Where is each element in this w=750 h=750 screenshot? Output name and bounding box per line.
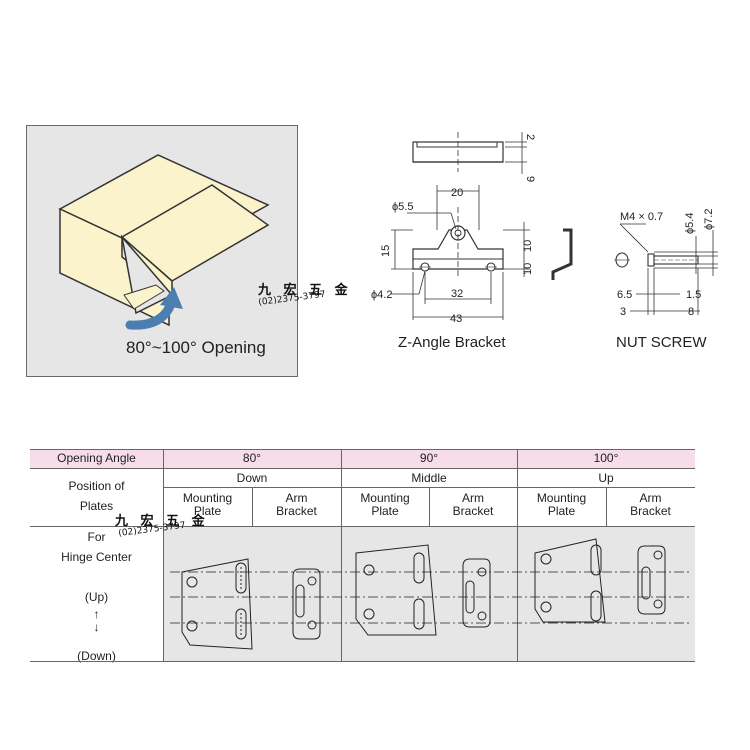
arm-bracket-line2: Bracket — [630, 504, 671, 518]
dim-top-width: 20 — [451, 187, 463, 199]
dim-len-d: 8 — [688, 306, 694, 318]
table-grid-and-plates — [30, 449, 695, 662]
down-arrow-icon: ↓ — [93, 620, 100, 634]
mounting-plate-line2: Plate — [193, 504, 222, 518]
arm-bracket-header-90: Arm Bracket — [429, 492, 517, 522]
dim-len-c: 3 — [620, 306, 626, 318]
mounting-plate-header-90: Mounting Plate — [341, 492, 429, 522]
z-angle-bracket-drawing: 2 9 20 ϕ5.5 15 10 10 ϕ4.2 32 43 — [371, 132, 573, 325]
hinge-label-line2: Hinge Center — [61, 550, 132, 564]
position-up: Up — [598, 471, 614, 485]
arm-bracket-line2: Bracket — [276, 504, 317, 518]
arm-bracket-line1: Arm — [639, 491, 662, 505]
dim-thread: M4 × 0.7 — [620, 211, 663, 223]
position-of-plates-label: Position of Plates — [30, 476, 163, 518]
mounting-plate-header-100: Mounting Plate — [517, 492, 606, 522]
arm-bracket-header-80: Arm Bracket — [252, 492, 341, 522]
mounting-plate-line1: Mounting — [360, 491, 410, 505]
down-label: (Down) — [77, 649, 116, 663]
dim-hole-pitch: 32 — [451, 288, 463, 300]
mounting-plate-line1: Mounting — [536, 491, 587, 505]
hinge-position-table: Opening Angle 80° 90° 100° Position of P… — [30, 449, 695, 663]
dim-top-thickness: 2 — [524, 134, 536, 140]
arm-bracket-header-100: Arm Bracket — [606, 492, 695, 522]
arm-bracket-line2: Bracket — [452, 504, 494, 518]
arm-bracket-line1: Arm — [462, 491, 484, 505]
nut-screw-title: NUT SCREW — [616, 334, 707, 351]
mounting-plate-line2: Plate — [371, 504, 399, 518]
mounting-plate-header-80: Mounting Plate — [163, 492, 252, 522]
dim-slot-dia: ϕ4.2 — [371, 289, 392, 301]
position-down: Down — [236, 471, 268, 485]
dim-height-left: 15 — [380, 245, 392, 257]
dim-len-b: 1.5 — [686, 289, 701, 301]
dim-len-a: 6.5 — [617, 289, 632, 301]
watermark-chinese-text-2: 九 宏 五 金 — [115, 514, 209, 529]
nut-screw-drawing: M4 × 0.7 ϕ5.4 ϕ7.2 6.5 1.5 3 8 — [614, 209, 718, 318]
dim-height-right-a: 10 — [522, 240, 534, 252]
header-angle-100: 100° — [517, 449, 695, 468]
watermark-chinese-text: 九 宏 五 金 — [258, 283, 352, 298]
dim-height-right-b: 10 — [522, 263, 534, 275]
illustration-panel — [26, 125, 298, 377]
up-label: (Up) — [84, 590, 109, 604]
hinge-label-line1: For — [87, 530, 106, 544]
position-label-line1: Position of — [68, 479, 125, 493]
header-angle-90: 90° — [341, 449, 517, 468]
dim-hole-dia: ϕ5.5 — [392, 201, 413, 213]
opening-angle-caption: 80°~100° Opening — [126, 338, 266, 357]
mounting-plate-line1: Mounting — [182, 491, 233, 505]
dim-dia-large: ϕ7.2 — [703, 209, 715, 230]
z-angle-bracket-title: Z-Angle Bracket — [398, 334, 506, 351]
header-angle-80: 80° — [163, 449, 341, 468]
dim-top-height: 9 — [524, 176, 536, 182]
header-opening-angle: Opening Angle — [30, 449, 163, 468]
dim-overall-length: 43 — [450, 313, 462, 325]
up-arrow-icon: ↑ — [93, 607, 100, 621]
position-middle: Middle — [411, 471, 447, 485]
hinge-center-label: For Hinge Center (Up) ↑ ↓ (Down) — [30, 529, 163, 663]
mounting-plate-line2: Plate — [547, 504, 576, 518]
dim-dia-small: ϕ5.4 — [684, 213, 696, 234]
arm-bracket-line1: Arm — [285, 491, 308, 505]
hinge-box-illustration — [58, 154, 270, 330]
position-label-line2: Plates — [79, 499, 114, 513]
